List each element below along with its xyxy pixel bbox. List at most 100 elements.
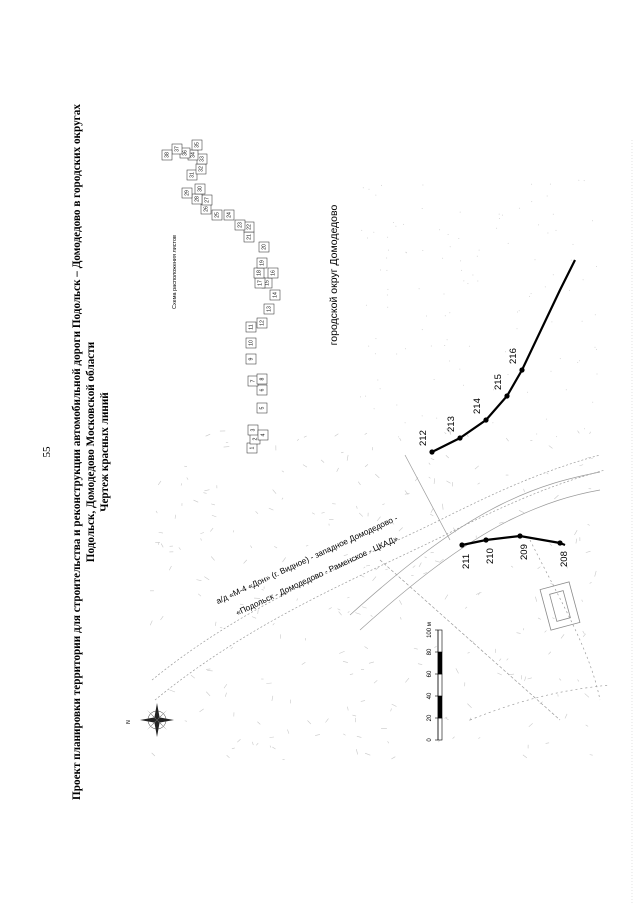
red-line-point (519, 367, 525, 373)
red-line-point (457, 435, 463, 441)
sheet-box (269, 289, 281, 301)
sheet-number: 23 (238, 222, 244, 228)
sheet-box (191, 139, 203, 151)
point-label: 211 (461, 554, 472, 569)
sheet-number: 35 (195, 142, 201, 148)
sheet-number: 18 (257, 270, 263, 276)
point-label: 210 (485, 548, 496, 564)
sheet-number: 4 (261, 433, 267, 436)
sheet-number: 8 (260, 377, 266, 380)
sheet-box (256, 257, 268, 269)
point-label: 209 (519, 544, 530, 560)
sheet-scheme-title: Схема расположения листов (172, 235, 178, 309)
sheet-number: 11 (249, 324, 255, 329)
road-label-2: «Подольск - Домодедово - Раменское - ЦКА… (234, 534, 400, 618)
sheet-box (194, 183, 206, 195)
sheet-number: 6 (260, 388, 266, 391)
red-line-point (429, 449, 435, 455)
sheet-number: 15 (265, 280, 271, 286)
sheet-number: 26 (204, 206, 210, 212)
sheet-number: 9 (249, 357, 255, 360)
sheet-number: 29 (185, 190, 191, 196)
sheet-number: 17 (258, 280, 264, 286)
sheet-number: 2 (253, 437, 259, 440)
sheet-box (161, 149, 173, 161)
sheet-box (245, 337, 257, 349)
sheet-box (245, 353, 257, 365)
sheet-number: 30 (198, 186, 204, 192)
sheet-box (256, 317, 268, 329)
point-label: 216 (508, 348, 519, 364)
district-label: городской округ Домодедово (328, 205, 340, 346)
points-lower: 211 210 209 208 (459, 533, 570, 569)
scale-tick-label: 100 м (427, 622, 433, 638)
sheet-box (256, 384, 268, 396)
red-line-point (459, 542, 465, 548)
road-corridor (151, 454, 611, 721)
scale-tick-label: 60 (427, 670, 433, 677)
sheet-number: 36 (183, 150, 189, 156)
road-label-1: а/д «М-4 «Дон» (г. Видное) - западное До… (215, 513, 399, 605)
sheet-number: 21 (247, 234, 253, 240)
sheet-box (186, 169, 198, 181)
point-label: 214 (472, 398, 483, 414)
point-label: 208 (559, 551, 570, 567)
sheet-number: 10 (249, 340, 255, 346)
scale-segment (437, 717, 443, 741)
scale-segment (437, 673, 443, 697)
red-line-point (483, 417, 489, 423)
sheet-number: 3 (251, 428, 257, 431)
compass-north-label: N (126, 720, 132, 724)
red-line-lower (461, 534, 566, 547)
scale-tick-label: 20 (427, 714, 433, 721)
sheet-box (258, 241, 270, 253)
points-upper: 212 213 214 215 216 (418, 348, 525, 455)
sheet-box (256, 373, 268, 385)
sheet-number: 22 (247, 224, 253, 230)
scale-segment (437, 651, 443, 675)
page-number: 55 (41, 446, 53, 458)
scale-segment (437, 629, 443, 653)
red-line-point (517, 533, 523, 539)
sheet-number: 12 (260, 320, 266, 326)
sheet-box (211, 209, 223, 221)
sheet-box (267, 267, 279, 279)
point-label: 215 (493, 374, 504, 390)
sheet-number: 20 (262, 244, 268, 250)
sheet-scheme: 1234567891011121314151617181920212223242… (161, 139, 281, 454)
sheet-box (181, 187, 193, 199)
sheet-number: 38 (165, 152, 171, 158)
sheet-number: 7 (251, 379, 257, 382)
sheet-box (171, 143, 183, 155)
point-label: 212 (418, 430, 429, 446)
structure-outline (539, 581, 581, 631)
sheet-box (234, 219, 246, 231)
sheet-number: 25 (215, 212, 221, 218)
sheet-box (257, 429, 269, 441)
terrain-texture (149, 179, 598, 760)
sheet-number: 33 (200, 156, 206, 162)
sheet-number: 37 (175, 146, 181, 152)
red-line-point (557, 540, 563, 546)
sheet-box (245, 321, 257, 333)
sheet-number: 16 (271, 270, 277, 276)
sheet-box (223, 209, 235, 221)
sheet-number: 28 (195, 196, 201, 202)
title-line-3: Чертеж красных линий (99, 392, 111, 512)
sheet-number: 14 (273, 292, 279, 298)
scale-segment (437, 695, 443, 719)
scale-tick-label: 0 (427, 738, 433, 742)
title-line-1: Проект планировки территории для строите… (71, 104, 83, 800)
sheet-box (263, 303, 275, 315)
sheet-box (256, 402, 268, 414)
sheet-number: 32 (199, 166, 205, 172)
red-line-point (483, 537, 489, 543)
point-label: 213 (446, 416, 457, 432)
sheet-number: 34 (191, 152, 197, 158)
compass-rose-icon (140, 703, 174, 737)
red-line-point (504, 393, 510, 399)
sheet-number: 27 (205, 197, 211, 203)
sheet-number: 24 (227, 212, 233, 218)
